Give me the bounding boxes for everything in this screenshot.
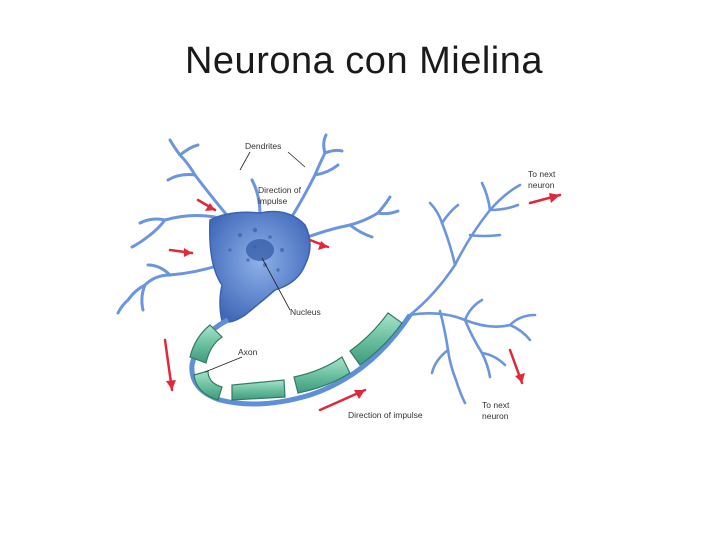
label-next-top-2: neuron xyxy=(528,180,555,190)
dendrites xyxy=(116,133,400,315)
label-next-bottom-2: neuron xyxy=(482,411,509,421)
label-direction-top-1: Direction of xyxy=(258,185,302,195)
label-direction-top-2: impulse xyxy=(258,196,288,206)
leader-lines xyxy=(204,151,306,373)
label-direction-bottom: Direction of impulse xyxy=(348,410,423,420)
label-next-bottom-1: To next xyxy=(482,400,510,410)
myelin-sheath xyxy=(189,312,403,401)
label-nucleus: Nucleus xyxy=(290,307,321,317)
label-axon: Axon xyxy=(238,347,258,357)
impulse-arrows xyxy=(163,193,562,412)
label-dendrites: Dendrites xyxy=(245,141,281,151)
axon-terminals xyxy=(408,181,537,405)
label-next-top-1: To next xyxy=(528,169,556,179)
cell-body xyxy=(209,210,311,323)
slide-title: Neurona con Mielina xyxy=(184,40,544,82)
nucleus xyxy=(246,239,274,261)
neuron-diagram: Dendrites Direction of impulse Nucleus A… xyxy=(116,133,562,421)
